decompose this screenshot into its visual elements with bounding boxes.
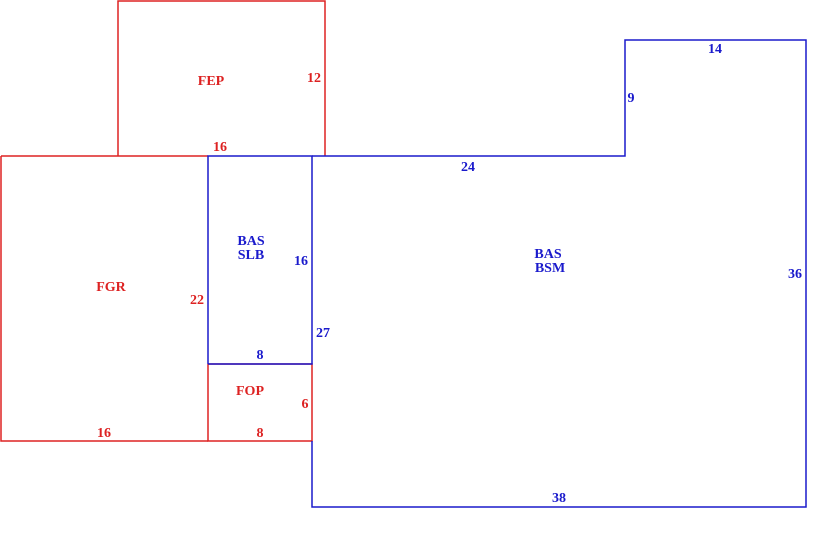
blue-outlines xyxy=(207,39,807,508)
main-top-label: 24 xyxy=(461,160,475,175)
fgr-width-label: 16 xyxy=(97,426,111,441)
bsm-area-label-line2: BSM xyxy=(535,261,565,276)
fep-area-label: FEP xyxy=(198,74,225,89)
bump-width-label: 14 xyxy=(708,42,722,57)
slb-height-label: 16 xyxy=(294,254,308,269)
main-right-label: 36 xyxy=(788,267,802,282)
fgr-area-label: FGR xyxy=(96,280,126,295)
fop-width-label: 8 xyxy=(257,426,264,441)
fep-width-label: 16 xyxy=(213,140,227,155)
red-outlines xyxy=(0,0,326,442)
fgr-height-label: 22 xyxy=(190,293,204,308)
bump-height-label: 9 xyxy=(628,91,635,106)
fop-area-label: FOP xyxy=(236,384,264,399)
fep-outline xyxy=(117,0,326,156)
slb-width-label: 8 xyxy=(257,348,264,363)
main-outline xyxy=(311,39,807,508)
fep-height-label: 12 xyxy=(307,71,321,86)
bsm-area-label-line1: BAS xyxy=(534,247,561,262)
main-left-label: 27 xyxy=(316,326,330,341)
slb-area-label-line1: BAS xyxy=(237,234,264,249)
fop-height-label: 6 xyxy=(302,397,309,412)
main-bottom-label: 38 xyxy=(552,491,566,506)
slb-area-label-line2: SLB xyxy=(238,248,264,263)
fgr-outline xyxy=(0,156,208,442)
